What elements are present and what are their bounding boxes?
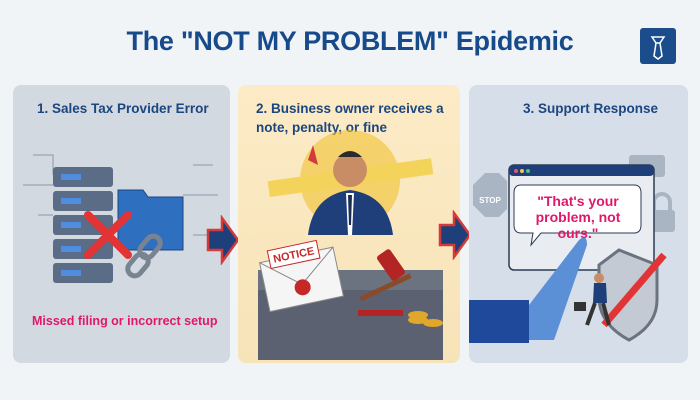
shield-icon — [597, 248, 667, 342]
server-icon — [53, 167, 113, 283]
panel-support-response: 3. Support Response STOP — [469, 85, 688, 363]
page-title: The "NOT MY PROBLEM" Epidemic — [126, 26, 574, 56]
broken-link-icon — [125, 233, 163, 279]
browser-window — [508, 164, 655, 271]
coins-icon — [408, 311, 443, 327]
panel-heading: 3. Support Response — [523, 101, 659, 116]
arrow-right-icon — [438, 210, 472, 260]
running-man-figure — [574, 273, 611, 326]
support-rejection-illustration: STOP — [469, 155, 675, 343]
gavel-icon — [358, 249, 412, 316]
server-error-illustration — [23, 154, 218, 283]
panel-heading: 1. Sales Tax Provider Error — [37, 101, 209, 116]
notice-envelope-icon: NOTICE — [259, 239, 344, 313]
tie-icon — [650, 36, 666, 60]
blocking-hand-icon — [469, 237, 587, 343]
error-x-icon — [84, 211, 132, 259]
stop-label: STOP — [479, 196, 501, 205]
panel-caption: Missed filing or incorrect setup — [32, 314, 218, 328]
businessman-figure — [308, 151, 393, 235]
support-quote: "That's your problem, not ours." — [535, 193, 621, 241]
arrow-right-icon — [206, 215, 240, 265]
stop-sign-icon: STOP — [473, 173, 507, 217]
panel-provider-error: 1. Sales Tax Provider Error Missed filin… — [13, 85, 230, 363]
brand-logo — [640, 28, 676, 64]
panel-penalty: 2. Business owner receives a note, penal… — [238, 85, 460, 363]
stressed-owner-illustration: NOTICE — [258, 130, 443, 360]
